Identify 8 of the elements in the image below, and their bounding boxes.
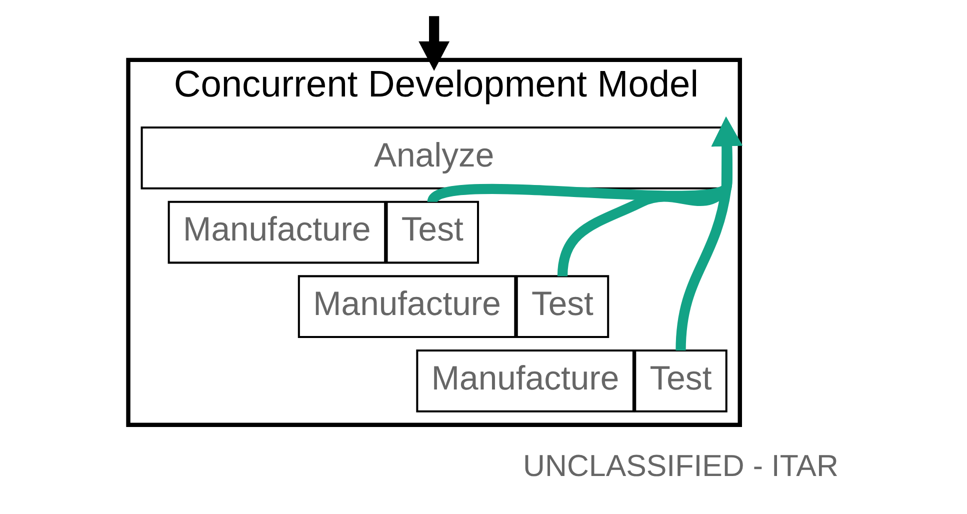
node-box: Manufacture <box>416 350 634 412</box>
node-box: Manufacture <box>168 200 386 264</box>
node-box: Test <box>386 200 480 264</box>
node-box: Test <box>516 275 610 338</box>
label: UNCLASSIFIED - ITAR <box>523 449 838 484</box>
node-box: Manufacture <box>298 275 516 338</box>
arrow <box>418 16 450 71</box>
node-box: Test <box>634 350 728 412</box>
